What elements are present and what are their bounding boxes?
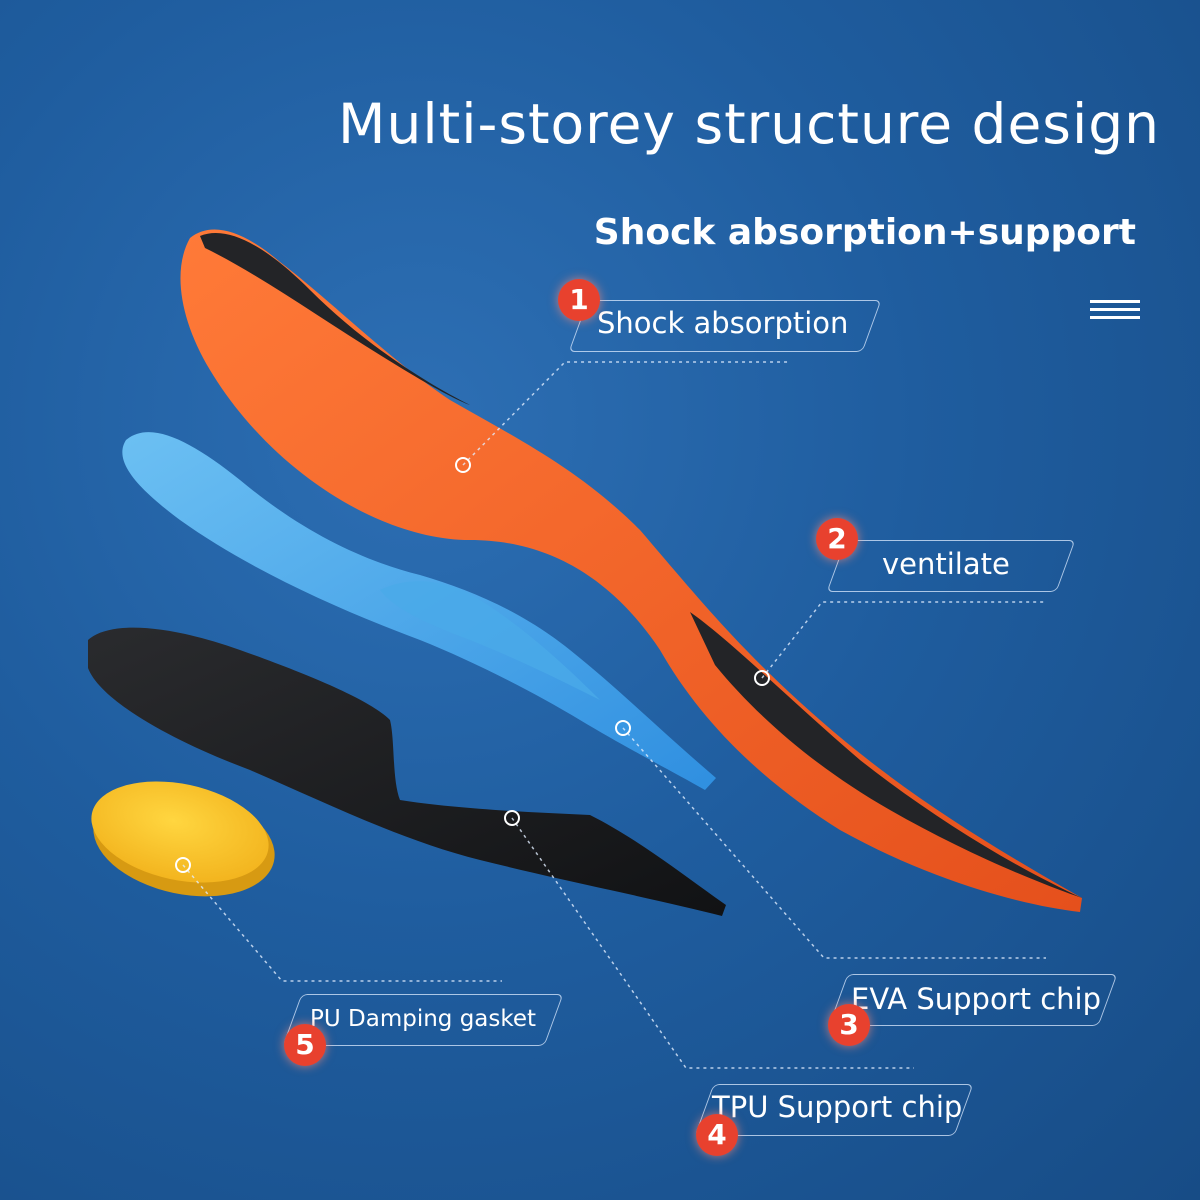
black-tpu-support-layer — [88, 627, 726, 916]
callout-number-1: 1 — [558, 279, 600, 321]
hotspot-markers — [175, 457, 770, 873]
leader-lines — [182, 361, 1046, 1069]
callout-number-2: 2 — [816, 518, 858, 560]
callout-label-tpu-support-chip: TPU Support chip — [712, 1090, 963, 1124]
yellow-pu-damping-gasket — [91, 781, 275, 897]
callout-number-5: 5 — [284, 1024, 326, 1066]
hotspot-shock-absorption[interactable] — [455, 457, 471, 473]
callout-number-3: 3 — [828, 1004, 870, 1046]
page-subtitle: Shock absorption+support — [593, 212, 1136, 253]
blue-eva-support-layer — [122, 432, 717, 790]
callout-label-eva-support-chip: EVA Support chip — [851, 982, 1102, 1016]
hotspot-eva-support-chip[interactable] — [615, 720, 631, 736]
callout-number-4: 4 — [696, 1114, 738, 1156]
page-title: Multi-storey structure design — [338, 92, 1160, 156]
hotspot-ventilate[interactable] — [754, 670, 770, 686]
callout-label-shock-absorption: Shock absorption — [597, 306, 849, 340]
orange-shock-absorption-layer — [180, 229, 1082, 912]
menu-lines-icon — [1090, 300, 1140, 322]
hotspot-pu-damping-gasket[interactable] — [175, 857, 191, 873]
callout-label-ventilate: ventilate — [882, 547, 1010, 581]
callout-label-pu-damping-gasket: PU Damping gasket — [310, 1006, 537, 1032]
hotspot-tpu-support-chip[interactable] — [504, 810, 520, 826]
